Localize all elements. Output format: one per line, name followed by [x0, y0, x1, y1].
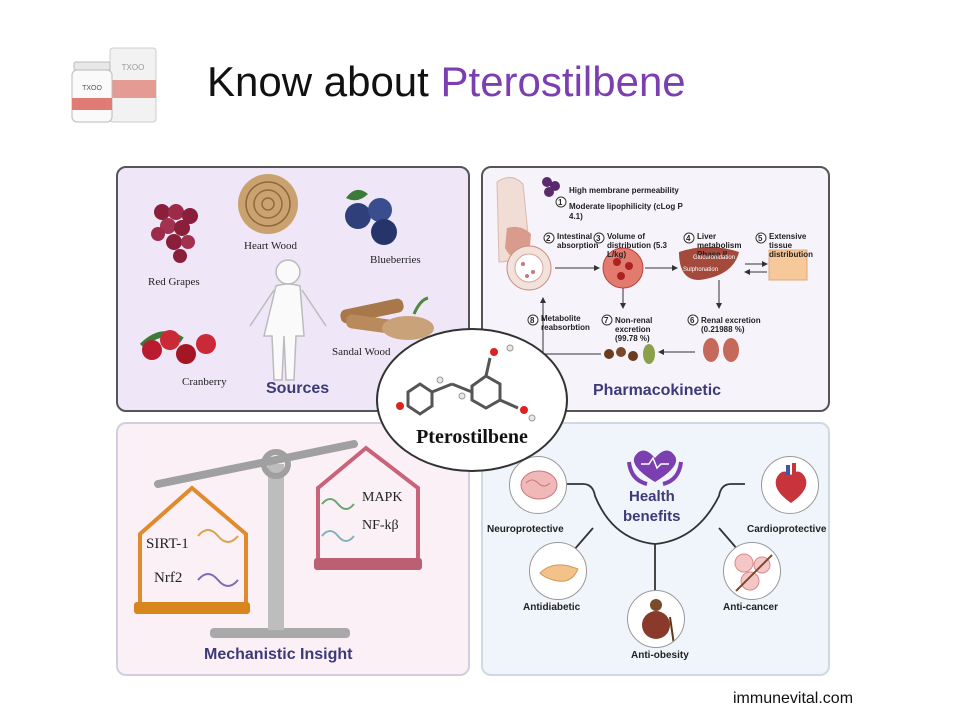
nrf2-label: Nrf2: [154, 570, 183, 586]
page-title: Know about Pterostilbene: [207, 58, 686, 106]
step-number-markers: [527, 196, 767, 326]
product-bottle-image: TXOO TXOO: [71, 47, 157, 123]
cardioprotective-label: Cardioprotective: [747, 524, 827, 535]
left-pan-frame: [138, 485, 248, 606]
pharmacokinetic-diagram: [496, 177, 808, 364]
step-number-6: 6: [690, 316, 695, 325]
mapk-label: MAPK: [362, 490, 403, 505]
molecule-structure-image: [396, 344, 536, 422]
mechanistic-title: Mechanistic Insight: [204, 646, 353, 663]
tissue-image: [768, 249, 808, 281]
title-prefix: Know about: [207, 58, 441, 105]
cranberry-image: [139, 330, 216, 364]
kidney-image: [703, 338, 739, 362]
antidiabetic-label: Antidiabetic: [523, 602, 581, 613]
scale-base: [210, 628, 350, 638]
step-number-7: 7: [604, 316, 609, 325]
scale-beam: [154, 440, 358, 488]
left-pan-base: [134, 602, 250, 614]
step-4-label: Liver metabolism Phase II: [697, 232, 742, 259]
step-2-label: Intestinal absorption: [557, 232, 599, 250]
obese-person-icon: [627, 590, 685, 648]
sulphonation-label: Sulphonation: [683, 267, 719, 273]
balance-scale-diagram: [134, 440, 422, 638]
product-box-brand-text: TXOO: [122, 63, 145, 72]
sandal-wood-label: Sandal Wood: [332, 346, 391, 358]
protein-structures: [197, 498, 355, 587]
sources-title: Sources: [266, 380, 330, 397]
mechanistic-insight-panel: SIRT-1 Nrf2 MAPK NF-kβ Mechanistic Insig…: [116, 422, 470, 676]
step-3-label: Volume of distribution (5.3 L/kg): [607, 232, 667, 259]
anti-cancer-label: Anti-cancer: [723, 602, 779, 613]
brain-icon: [509, 456, 567, 514]
step-7-label: Non-renal excretion (99.78 %): [615, 316, 653, 343]
grapes-mini-icon: [542, 177, 560, 197]
heart-organ-icon: [761, 456, 819, 514]
red-grapes-label: Red Grapes: [148, 276, 200, 288]
sirt1-label: SIRT-1: [146, 536, 189, 552]
pterostilbene-molecule-oval: Pterostilbene: [376, 328, 568, 472]
step-6-label: Renal excretion (0.21988 %): [701, 316, 761, 334]
heart-wood-label: Heart Wood: [244, 240, 297, 252]
heart-wood-image: [238, 174, 298, 234]
title-highlight: Pterostilbene: [440, 58, 686, 105]
nfkb-label: NF-kβ: [362, 518, 399, 533]
cancer-cells-icon: [723, 542, 781, 600]
pharmacokinetic-title: Pharmacokinetic: [593, 382, 722, 399]
right-pan-frame: [316, 445, 420, 562]
red-grapes-image: [151, 204, 198, 263]
glucuronidation-label: Glucuronidation: [693, 255, 736, 261]
blueberries-label: Blueberries: [370, 254, 421, 266]
step-1-lipophilicity: Moderate lipophilicity (cLog P: [569, 202, 683, 211]
heart-hands-icon: [627, 450, 683, 486]
health-title-line1: Health: [629, 488, 675, 505]
sources-panel: Red Grapes Heart Wood Blueberries Cranbe…: [116, 166, 470, 412]
sandal-wood-image: [340, 296, 434, 340]
health-title-line2: benefits: [623, 508, 681, 525]
step-1-permeability: High membrane permeability: [569, 186, 679, 195]
step-number-8: 8: [530, 316, 535, 325]
excretion-image: [604, 344, 655, 364]
step-1-value: 4.1): [569, 212, 583, 221]
step-number-2: 2: [546, 234, 551, 243]
cranberry-label: Cranberry: [182, 376, 227, 388]
liver-image: [679, 247, 739, 280]
step-5-label: Extensive tissue distribution: [769, 232, 813, 259]
step-number-3: 3: [596, 234, 601, 243]
scale-pillar: [268, 464, 284, 630]
health-benefits-panel: Health benefits Neuroprotective Cardiopr…: [481, 422, 830, 676]
step-8-label: Metabolite reabsorbtion: [541, 314, 590, 332]
right-pan-base: [314, 558, 422, 570]
anti-obesity-label: Anti-obesity: [631, 650, 689, 661]
neuroprotective-label: Neuroprotective: [487, 524, 564, 535]
step-number-1: 1: [558, 198, 563, 207]
step-number-4: 4: [686, 234, 691, 243]
step-number-5: 5: [758, 234, 763, 243]
intestine-image: [506, 245, 552, 291]
human-figure-image: [249, 259, 327, 381]
sources-illustrations: [139, 174, 434, 381]
pancreas-icon: [529, 542, 587, 600]
blueberries-image: [345, 189, 397, 245]
pterostilbene-label: Pterostilbene: [416, 426, 528, 448]
footer-website: immunevital.com: [733, 690, 854, 707]
product-brand-text: TXOO: [82, 85, 102, 92]
